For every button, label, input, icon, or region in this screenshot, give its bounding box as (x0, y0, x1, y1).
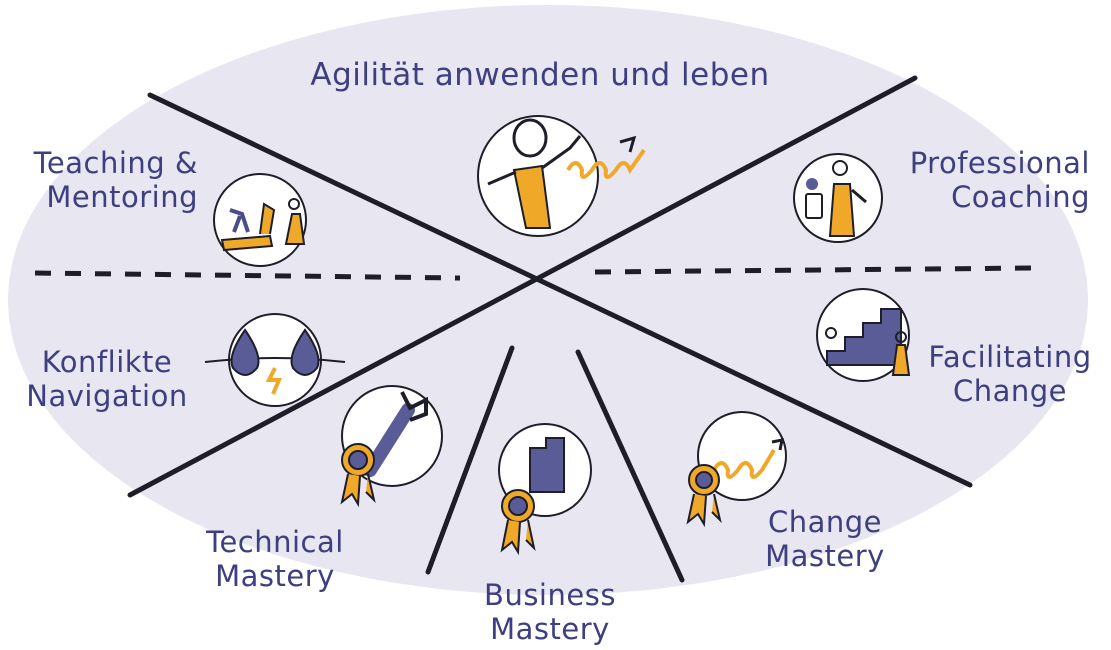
divider-line-right-diagonal (127, 75, 918, 498)
label-technical-mastery: Technical Mastery (190, 525, 360, 593)
label-line: Facilitating (928, 340, 1092, 374)
label-line: Technical (206, 525, 344, 559)
label-professional-coaching: Professional Coaching (870, 146, 1090, 214)
label-line: Change (952, 374, 1068, 408)
label-line: Teaching & (33, 146, 198, 180)
label-line: Navigation (26, 379, 188, 413)
divider-line-lower-left (425, 345, 515, 575)
label-facilitating-change: Facilitating Change (915, 340, 1105, 408)
wrench-rosette-icon (340, 385, 443, 508)
label-line: Change (767, 505, 883, 539)
label-teaching-mentoring: Teaching & Mentoring (8, 146, 198, 214)
background-ellipse (8, 5, 1088, 595)
label-line: Mastery (765, 539, 885, 573)
label-konflikte-navigation: Konflikte Navigation (12, 345, 202, 413)
label-line: Mastery (490, 612, 610, 646)
label-change-mastery: Change Mastery (745, 505, 905, 573)
divider-line-left-diagonal (147, 92, 973, 488)
label-line: Konflikte (41, 345, 173, 379)
label-line: Professional (909, 146, 1090, 180)
dashed-divider-right (594, 265, 1036, 275)
label-line: Mastery (215, 559, 335, 593)
dashed-divider-left (34, 270, 461, 281)
spiral-rosette-icon (686, 411, 787, 528)
label-business-mastery: Business Mastery (465, 578, 635, 646)
label-line: Mentoring (46, 180, 198, 214)
building-rosette-icon (498, 423, 592, 556)
agile-person-icon (477, 115, 646, 237)
conflict-drops-icon (205, 313, 345, 407)
teaching-icon (213, 173, 307, 267)
diagram-title: Agilität anwenden und leben (310, 57, 770, 93)
label-line: Business (484, 578, 616, 612)
label-line: Coaching (951, 180, 1090, 214)
coach-icon (793, 153, 883, 243)
stairs-icon (816, 288, 911, 382)
divider-line-lower-right (575, 349, 685, 583)
